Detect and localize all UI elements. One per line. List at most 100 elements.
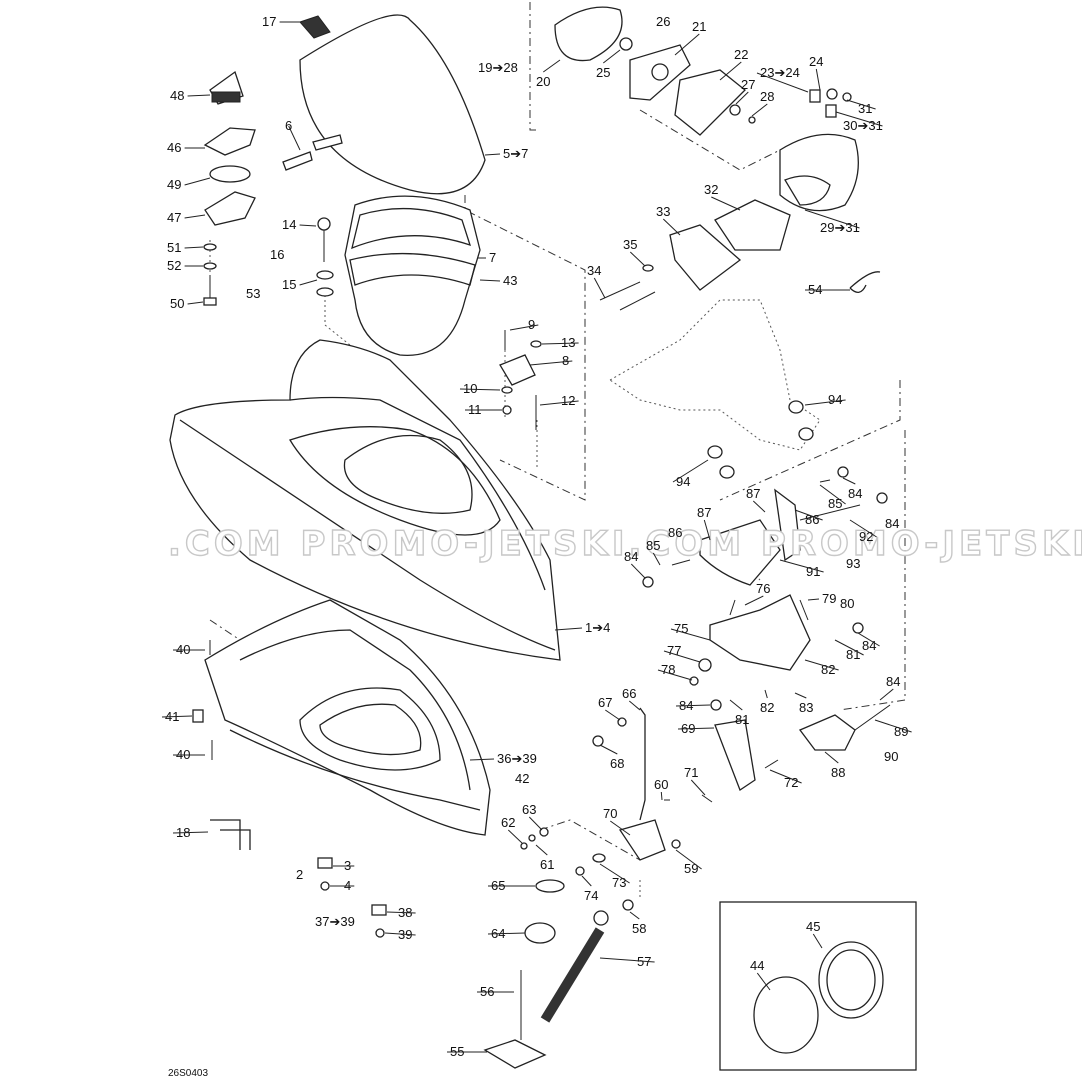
callout-c2: 2 (296, 867, 303, 882)
leader-c57 (599, 957, 655, 963)
leader-c34 (593, 277, 606, 299)
leader-c22 (719, 61, 742, 81)
leader-c30_31 (835, 111, 883, 127)
callout-c19_28: 19➔28 (478, 60, 518, 75)
assembly-lines (209, 2, 906, 900)
callout-c79_80: 79 (822, 591, 836, 606)
callout-c83: 83 (799, 700, 813, 715)
leader-c84d (857, 632, 880, 647)
callout-c20: 20 (536, 74, 550, 89)
callout-c63: 63 (522, 802, 536, 817)
leader-c12 (539, 400, 579, 406)
leader-c76 (744, 595, 764, 606)
leader-c10 (459, 388, 501, 391)
callout-c47: 47 (167, 210, 181, 225)
leader-c47 (184, 214, 206, 219)
callout-c49: 49 (167, 177, 181, 192)
callout-c86a: 86 (805, 512, 819, 527)
leader-c67 (605, 709, 621, 721)
callout-c27: 27 (741, 77, 755, 92)
leader-c79_80 (807, 598, 820, 601)
callout-c23_24: 23➔24 (760, 65, 800, 80)
callout-c1_4: 1➔4 (585, 620, 610, 635)
leader-c69 (677, 727, 715, 730)
leader-c87b (703, 519, 711, 541)
callout-c81b: 81 (735, 712, 749, 727)
leader-c63 (528, 816, 543, 831)
callout-c36_39: 36➔39 (497, 751, 537, 766)
leader-c15 (299, 279, 318, 286)
callout-c26: 26 (656, 14, 670, 29)
leader-c27 (735, 91, 749, 105)
leader-c28 (751, 103, 768, 117)
callout-c90: 90 (884, 749, 898, 764)
leader-c92 (849, 519, 877, 538)
callout-c10: 10 (463, 381, 477, 396)
callout-c78: 78 (661, 662, 675, 677)
callout-c86b: 86 (668, 525, 682, 540)
callout-c37_39: 37➔39 (315, 914, 355, 929)
callout-c67: 67 (598, 695, 612, 710)
callout-c50: 50 (170, 296, 184, 311)
leader-c59 (675, 849, 702, 870)
leader-c78 (657, 669, 693, 681)
leader-c86a (794, 509, 823, 521)
leader-c72 (769, 769, 802, 784)
leader-c77 (663, 650, 701, 663)
callout-c16: 16 (270, 247, 284, 262)
callout-c73: 73 (612, 875, 626, 890)
leader-c89 (874, 719, 912, 733)
callout-c9: 9 (528, 317, 535, 332)
leader-c83 (794, 692, 807, 699)
windshield (299, 14, 486, 195)
callout-c5_7: 5➔7 (503, 146, 528, 161)
leader-c60 (660, 791, 663, 801)
leader-c36_39 (469, 758, 495, 761)
callout-c66: 66 (622, 686, 636, 701)
deck-hull (169, 339, 561, 661)
leader-c43 (479, 279, 501, 282)
callout-c84f: 84 (886, 674, 900, 689)
leader-c24 (815, 68, 821, 91)
storage-bin (344, 195, 481, 357)
callout-c82a: 82 (821, 662, 835, 677)
leader-c1_4 (554, 627, 583, 631)
leader-c82b (764, 689, 768, 699)
callout-c91: 91 (806, 564, 820, 579)
callout-c15: 15 (282, 277, 296, 292)
leader-c71 (690, 779, 706, 796)
leader-c64 (487, 932, 526, 935)
callout-c93: 93 (846, 556, 860, 571)
leader-c23_24 (756, 72, 809, 93)
leader-c13 (541, 342, 579, 345)
callout-c72: 72 (784, 775, 798, 790)
leader-c32 (711, 196, 741, 211)
callout-c53: 53 (246, 286, 260, 301)
callout-c76: 76 (756, 581, 770, 596)
steering-support (609, 299, 821, 451)
callout-c28: 28 (760, 89, 774, 104)
leader-c81b (729, 699, 743, 711)
lower-frame (204, 599, 491, 836)
leader-c25 (602, 49, 621, 64)
leader-c49 (184, 177, 211, 186)
leader-c84f (879, 688, 894, 701)
leader-c66 (628, 700, 641, 711)
callout-c88: 88 (831, 765, 845, 780)
callout-c13: 13 (561, 335, 575, 350)
callout-c35: 35 (623, 237, 637, 252)
callout-c22: 22 (734, 47, 748, 62)
leader-c82a (804, 659, 839, 671)
callout-c70: 70 (603, 806, 617, 821)
leader-c45 (812, 933, 823, 949)
leader-c35 (629, 251, 646, 267)
callout-c51: 51 (167, 240, 181, 255)
callout-c84b: 84 (885, 516, 899, 531)
leader-c31 (846, 99, 876, 110)
leader-c8 (529, 360, 573, 366)
callout-c74: 74 (584, 888, 598, 903)
leader-c9 (509, 324, 539, 331)
